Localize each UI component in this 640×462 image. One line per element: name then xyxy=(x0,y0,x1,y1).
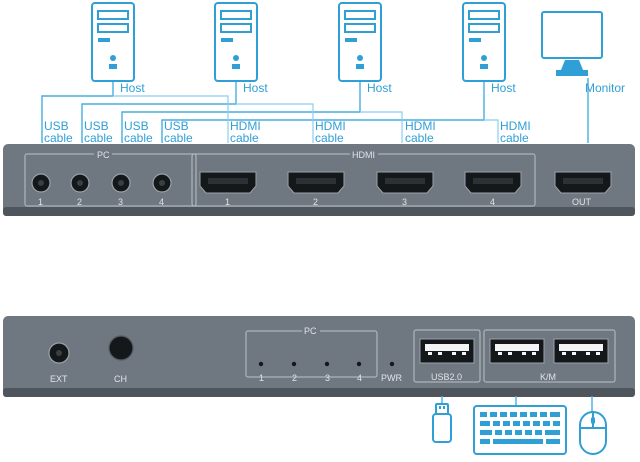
hdmi-cable-2-line1: HDMI xyxy=(315,119,346,133)
usb-cable-labels: USB cable USB cable USB cable USB cable xyxy=(44,119,193,145)
pc-led-1 xyxy=(258,361,264,367)
peripheral-wires xyxy=(441,396,593,412)
pwr-label: PWR xyxy=(381,373,402,383)
rear-hdmi-group-label: HDMI xyxy=(352,150,375,160)
km-label: K/M xyxy=(540,372,556,382)
usb-cable-3-line2: cable xyxy=(124,131,153,145)
hdmi-cable-4-line1: HDMI xyxy=(500,119,531,133)
host-2-label: Host xyxy=(243,81,268,95)
front-panel-body xyxy=(3,316,635,396)
rear-pc-port-label-4: 4 xyxy=(159,197,164,207)
usb-cable-2-line1: USB xyxy=(84,119,109,133)
usb-cable-4-line1: USB xyxy=(164,119,189,133)
km-usb-port-1[interactable] xyxy=(489,338,545,364)
monitor-label: Monitor xyxy=(585,81,625,95)
mouse-icon xyxy=(579,411,607,455)
pc-led-3 xyxy=(324,361,330,367)
rear-pc-port-label-1: 1 xyxy=(38,197,43,207)
rear-out-label: OUT xyxy=(572,197,592,207)
pc-led-label-4: 4 xyxy=(357,373,362,383)
hdmi-cable-4-line2: cable xyxy=(500,131,529,145)
front-panel: EXT CH PC 1 2 3 4 PWR USB2.0 xyxy=(3,316,635,397)
audio-jack-2[interactable] xyxy=(70,173,90,193)
usb-flash-drive-icon xyxy=(432,403,452,443)
host-1-tower-icon xyxy=(91,2,135,82)
rear-hdmi-port-label-2: 2 xyxy=(313,197,318,207)
rear-pc-port-label-2: 2 xyxy=(77,197,82,207)
host-4-label: Host xyxy=(491,81,516,95)
host-4: Host xyxy=(462,2,516,95)
rear-pc-group-label: PC xyxy=(97,150,110,160)
audio-jack-4[interactable] xyxy=(152,173,172,193)
hdmi-cable-1-line1: HDMI xyxy=(230,119,261,133)
ext-jack[interactable] xyxy=(48,342,70,364)
audio-jack-3[interactable] xyxy=(111,173,131,193)
front-pc-group-label: PC xyxy=(304,326,317,336)
pc-led-4 xyxy=(356,361,362,367)
hdmi-cable-labels: HDMI cable HDMI cable HDMI cable HDMI ca… xyxy=(230,119,531,145)
usb2-port[interactable] xyxy=(419,338,475,364)
rear-panel: PC 1 2 3 4 HDMI xyxy=(3,144,635,216)
hdmi-cable-1-line2: cable xyxy=(230,131,259,145)
host-3-tower-icon xyxy=(338,2,382,82)
rear-hdmi-port-label-4: 4 xyxy=(490,197,495,207)
host-3-label: Host xyxy=(367,81,392,95)
km-usb-port-2[interactable] xyxy=(553,338,609,364)
usb-cable-2-line2: cable xyxy=(84,131,113,145)
connection-wires xyxy=(41,78,589,143)
usb2-label: USB2.0 xyxy=(431,372,462,382)
hdmi-in-port-2[interactable] xyxy=(287,171,345,194)
rear-hdmi-port-label-3: 3 xyxy=(402,197,407,207)
power-led xyxy=(389,361,395,367)
monitor: Monitor xyxy=(541,11,625,95)
monitor-icon xyxy=(541,11,603,59)
hdmi-cable-2-line2: cable xyxy=(315,131,344,145)
pc-led-label-1: 1 xyxy=(259,373,264,383)
ext-label: EXT xyxy=(50,374,68,384)
host-2: Host xyxy=(214,2,268,95)
audio-jack-1[interactable] xyxy=(31,173,51,193)
usb2-group-frame xyxy=(413,329,481,383)
hdmi-in-port-4[interactable] xyxy=(464,171,522,194)
host-3: Host xyxy=(338,2,392,95)
rear-pc-port-label-3: 3 xyxy=(118,197,123,207)
channel-switch-button[interactable] xyxy=(108,335,134,361)
usb-cable-1-line1: USB xyxy=(44,119,69,133)
pc-led-label-3: 3 xyxy=(325,373,330,383)
host-1: Host xyxy=(91,2,145,95)
pc-led-label-2: 2 xyxy=(292,373,297,383)
host-2-tower-icon xyxy=(214,2,258,82)
host-4-tower-icon xyxy=(462,2,506,82)
hdmi-in-port-3[interactable] xyxy=(376,171,434,194)
hdmi-in-port-1[interactable] xyxy=(199,171,257,194)
usb-cable-1-line2: cable xyxy=(44,131,73,145)
host-1-label: Host xyxy=(120,81,145,95)
ch-label: CH xyxy=(114,374,127,384)
keyboard-icon xyxy=(473,405,567,455)
hdmi-out-port[interactable] xyxy=(554,171,612,194)
hdmi-cable-3-line1: HDMI xyxy=(405,119,436,133)
km-group-frame xyxy=(483,329,616,383)
usb-cable-4-line2: cable xyxy=(164,131,193,145)
usb-cable-3-line1: USB xyxy=(124,119,149,133)
rear-hdmi-port-label-1: 1 xyxy=(225,197,230,207)
hdmi-cable-3-line2: cable xyxy=(405,131,434,145)
pc-led-2 xyxy=(291,361,297,367)
